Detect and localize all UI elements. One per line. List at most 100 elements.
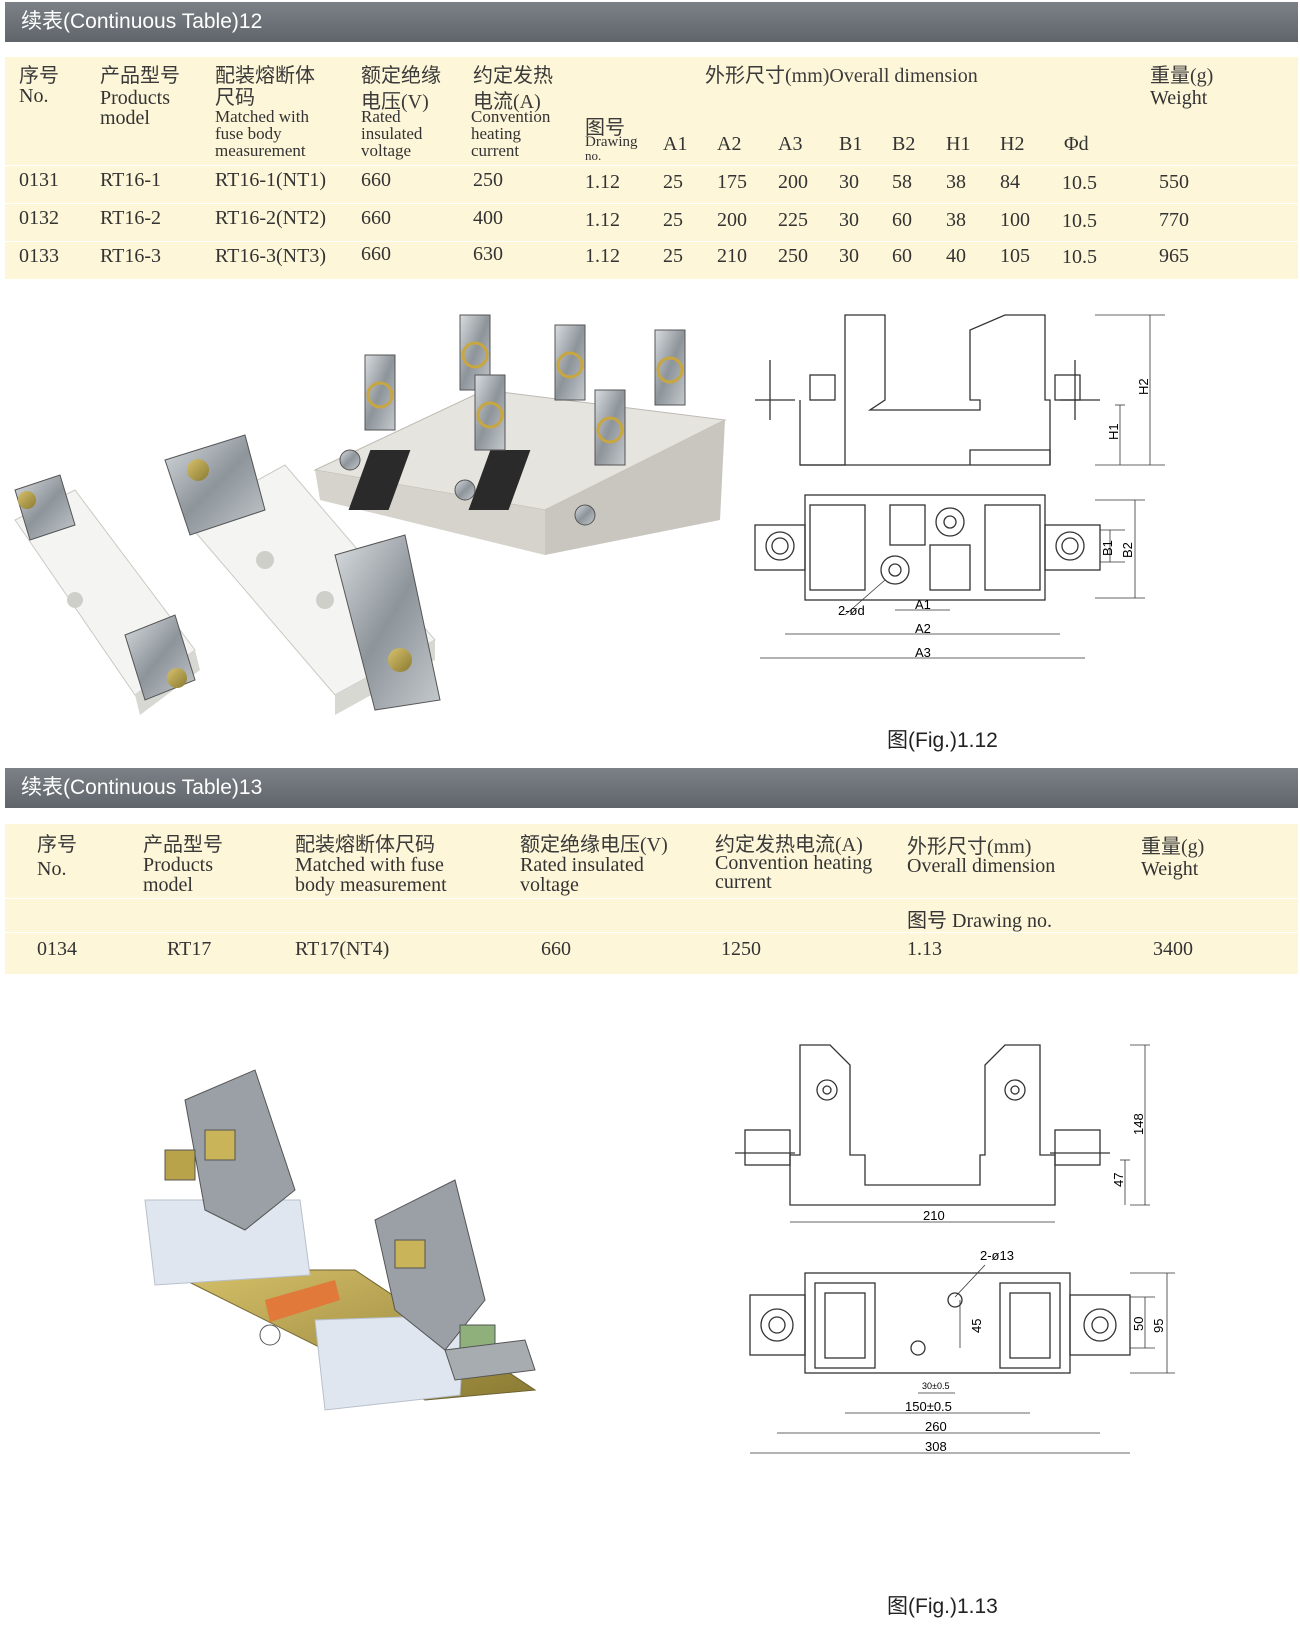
cell-h1: 40: [946, 245, 966, 267]
section-13-title: 续表(Continuous Table)13: [5, 768, 1298, 808]
cell-model: RT17: [167, 938, 212, 960]
section-12-title: 续表(Continuous Table)12: [5, 2, 1298, 42]
hdr-no-en: No.: [19, 85, 49, 107]
hdr-weight-zh: 重量(g): [1141, 836, 1205, 858]
cell-a3: 200: [778, 171, 808, 193]
hdr-curr-zh2: 电流(A): [473, 91, 541, 113]
dim-45: 45: [969, 1319, 984, 1333]
cell-no: 0131: [19, 169, 59, 191]
dim-b2: B2: [1120, 542, 1135, 558]
dim-47: 47: [1111, 1173, 1126, 1187]
cell-d: 10.5: [1062, 246, 1097, 268]
cell-h2: 100: [1000, 209, 1030, 231]
hdr-weight-zh: 重量(g): [1150, 65, 1214, 87]
drawing-fig-1-13: 148 47 210 2-ø13 45 50 95 30±0.5 150±0.5…: [735, 1044, 1175, 1454]
hdr-h1: H1: [946, 133, 971, 155]
cell-no: 0133: [19, 245, 59, 267]
hdr-volt-zh2: 电压(V): [361, 91, 429, 113]
dim-hole: 2-ød: [838, 603, 865, 618]
side-view-outline: [799, 314, 1051, 466]
dim-a2: A2: [915, 621, 931, 636]
cell-drawing: 1.12: [585, 245, 620, 267]
cell-fuse: RT16-3(NT3): [215, 245, 326, 267]
rt16-product-photo: [14, 314, 727, 715]
dim-a3: A3: [915, 645, 931, 660]
cell-b2: 60: [892, 245, 912, 267]
hdr-no-en: No.: [37, 858, 67, 880]
cell-a2: 200: [717, 209, 747, 231]
hdr-dimension: 外形尺寸(mm)Overall dimension: [705, 65, 978, 87]
cell-b1: 30: [839, 245, 859, 267]
cell-h2: 105: [1000, 245, 1030, 267]
cell-voltage: 660: [361, 169, 391, 191]
dim-260: 260: [925, 1419, 947, 1434]
dim-h2: H2: [1136, 378, 1151, 395]
cell-weight: 3400: [1153, 938, 1193, 960]
hdr-dimension-zh: 外形尺寸(mm): [907, 836, 1032, 858]
dim-148: 148: [1131, 1113, 1146, 1135]
hdr-fuse-en2: body measurement: [295, 874, 447, 896]
fig-1-12-caption: 图(Fig.)1.12: [887, 729, 998, 752]
cell-weight: 550: [1159, 171, 1189, 193]
hdr-model-en1: Products: [100, 87, 170, 109]
cell-b2: 60: [892, 209, 912, 231]
table-12: 序号 No. 产品型号 Products model 配装熔断体 尺码 Matc…: [5, 57, 1298, 279]
cell-a1: 25: [663, 171, 683, 193]
cell-drawing: 1.12: [585, 209, 620, 231]
hdr-b2: B2: [892, 133, 916, 155]
hdr-drawing-zh: 图号: [585, 117, 625, 139]
hdr-volt-en1: Rated: [361, 107, 401, 126]
hdr-model-en1: Products: [143, 854, 213, 876]
cell-model: RT16-2: [100, 207, 162, 229]
side-view-outline: [789, 1044, 1056, 1206]
hdr-curr-en1: Convention heating: [715, 852, 873, 874]
cell-a1: 25: [663, 209, 683, 231]
hdr-volt-en2: voltage: [520, 874, 579, 896]
hdr-fuse-zh1: 配装熔断体: [215, 65, 315, 87]
dim-hole: 2-ø13: [980, 1248, 1014, 1263]
cell-h1: 38: [946, 171, 966, 193]
rt17-fuse-base: [144, 1069, 537, 1411]
dim-a1: A1: [915, 597, 931, 612]
dim-50: 50: [1131, 1317, 1146, 1331]
cell-a1: 25: [663, 245, 683, 267]
hdr-fuse-en1: Matched with fuse: [295, 854, 444, 876]
hdr-a3: A3: [778, 133, 803, 155]
hdr-phi-d: Φd: [1064, 133, 1089, 155]
cell-voltage: 660: [541, 938, 571, 960]
hdr-drawing: 图号 Drawing no.: [907, 910, 1052, 932]
three-pole-fuse-base: [313, 314, 727, 555]
hdr-curr-en2: current: [715, 871, 772, 893]
hdr-fuse-zh: 配装熔断体尺码: [295, 834, 435, 856]
hdr-a1: A1: [663, 133, 688, 155]
row-separator: [5, 203, 1298, 204]
hdr-curr-en2: heating: [471, 124, 522, 143]
hdr-curr-en1: Convention: [471, 107, 551, 126]
hdr-weight-en: Weight: [1141, 858, 1199, 880]
dim-h1: H1: [1106, 423, 1121, 440]
hdr-model-zh: 产品型号: [100, 65, 180, 87]
hdr-curr-zh: 约定发热电流(A): [715, 834, 863, 856]
hdr-volt-en3: voltage: [361, 141, 412, 160]
cell-current: 250: [473, 169, 503, 191]
hdr-fuse-en3: measurement: [215, 141, 306, 160]
cell-voltage: 660: [361, 207, 391, 229]
cell-no: 0134: [37, 938, 77, 960]
medium-fuse-base: [164, 434, 441, 715]
hdr-model-en2: model: [100, 107, 150, 129]
table-13: 序号 No. 产品型号 Products model 配装熔断体尺码 Match…: [5, 824, 1298, 974]
cell-weight: 965: [1159, 245, 1189, 267]
cell-model: RT16-3: [100, 245, 162, 267]
cell-a3: 250: [778, 245, 808, 267]
cell-fuse: RT16-1(NT1): [215, 169, 326, 191]
cell-b1: 30: [839, 209, 859, 231]
hdr-volt-en2: insulated: [361, 124, 423, 143]
cell-a2: 210: [717, 245, 747, 267]
cell-current: 1250: [721, 938, 761, 960]
cell-a2: 175: [717, 171, 747, 193]
cell-fuse: RT17(NT4): [295, 938, 390, 960]
cell-current: 400: [473, 207, 503, 229]
cell-d: 10.5: [1062, 210, 1097, 232]
cell-d: 10.5: [1062, 172, 1097, 194]
cell-h1: 38: [946, 209, 966, 231]
